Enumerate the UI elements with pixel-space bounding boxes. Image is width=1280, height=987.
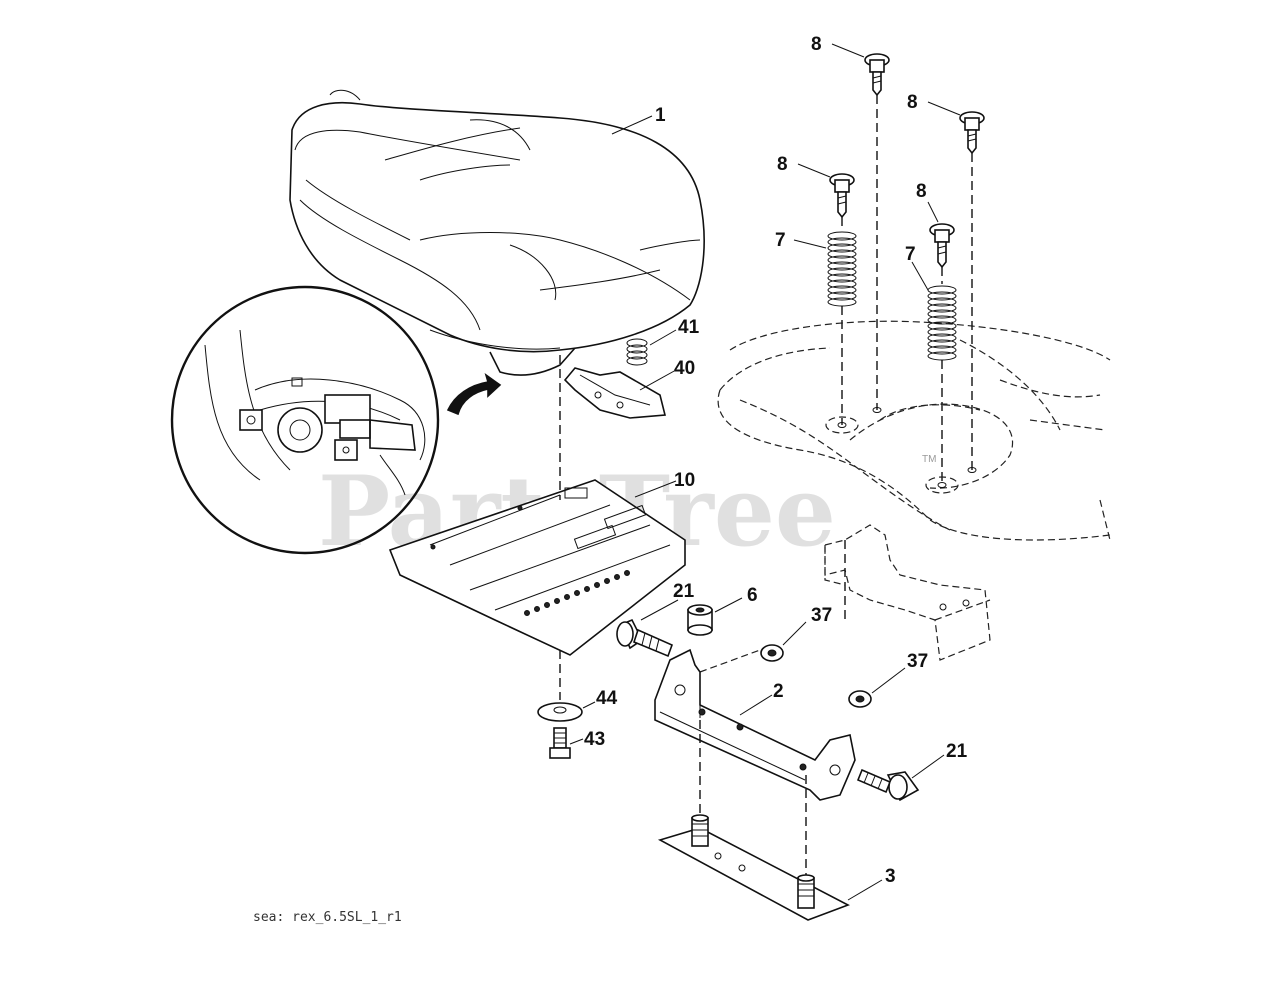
bolt-8-left	[797, 163, 855, 219]
seat-bracket-2	[654, 540, 856, 801]
bolt-21-left	[616, 599, 679, 658]
callout-7-left: 7	[775, 230, 786, 251]
detail-view-circle	[170, 285, 502, 555]
spring-7-left	[793, 217, 857, 425]
bolt-8-middle	[927, 201, 955, 269]
callout-37-lower: 37	[907, 651, 928, 672]
callout-21-right: 21	[946, 741, 968, 762]
trademark-mark: TM	[922, 454, 936, 465]
callout-43: 43	[584, 729, 605, 750]
spacer-6	[687, 597, 743, 636]
mower-frame-outline	[717, 320, 1111, 661]
callout-1: 1	[655, 105, 666, 126]
callout-40: 40	[674, 358, 695, 379]
seat-pan-10	[388, 479, 686, 656]
seat-assembly	[289, 89, 705, 376]
nut-37-lower	[848, 667, 906, 708]
latch-plate-40	[563, 367, 677, 419]
callout-2: 2	[773, 681, 784, 702]
bolt-8-right	[927, 101, 985, 470]
nut-37-upper	[699, 621, 807, 673]
callout-44: 44	[596, 688, 618, 709]
drawing-code: sea: rex_6.5SL_1_r1	[253, 910, 402, 925]
washer-44	[537, 701, 596, 722]
callout-8-top: 8	[811, 34, 822, 55]
mounting-plate-3	[657, 720, 883, 921]
callout-10: 10	[674, 470, 695, 491]
bolt-8-top	[831, 43, 890, 410]
bolt-43	[549, 727, 584, 759]
callout-8-left: 8	[777, 154, 788, 175]
callout-8-right: 8	[907, 92, 918, 113]
callout-37-upper: 37	[811, 605, 832, 626]
spring-7-right	[911, 261, 957, 485]
callout-labels: 1 8 8 8 8 7 7 41 40 10 21 6 37 37 2 44 4…	[584, 34, 968, 887]
callout-41: 41	[678, 317, 700, 338]
callout-21-left: 21	[673, 581, 695, 602]
callout-8-middle: 8	[916, 181, 927, 202]
callout-7-right: 7	[905, 244, 916, 265]
callout-6: 6	[747, 585, 758, 606]
bolt-21-right	[856, 754, 945, 802]
frame-holes	[825, 407, 977, 494]
seat-spring-41	[626, 329, 677, 366]
callout-3: 3	[885, 866, 896, 887]
